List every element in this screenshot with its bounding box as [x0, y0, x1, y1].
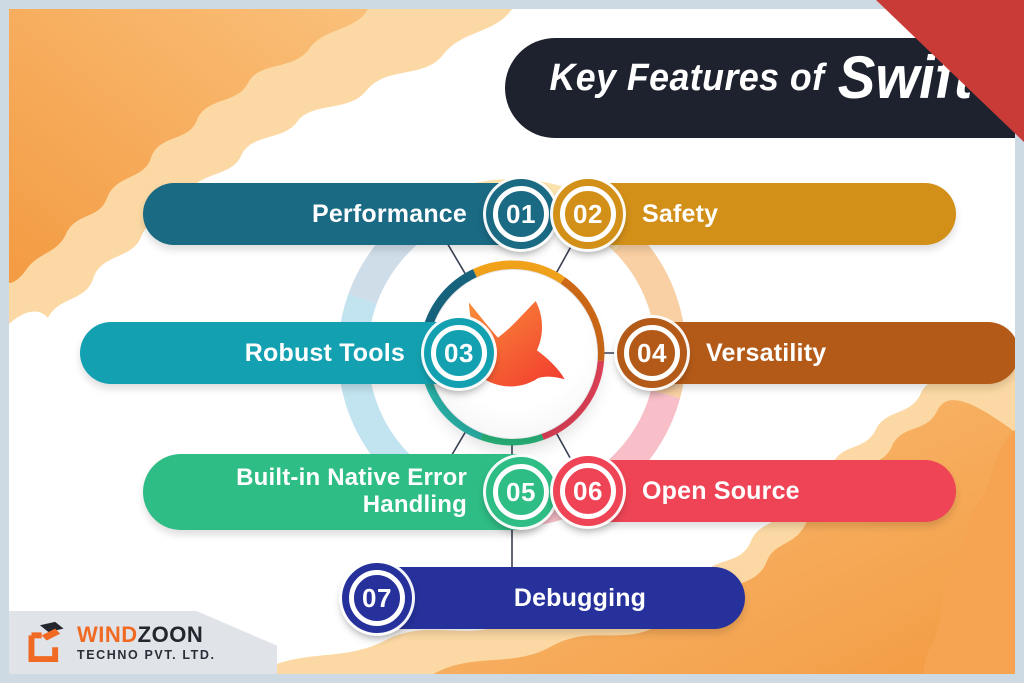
badge-ring: 03: [431, 325, 487, 381]
feature-pill-error-handling: Built-in Native Error Handling 05: [143, 454, 556, 530]
ring-segment: [559, 277, 605, 362]
badge-ring: 05: [493, 464, 549, 520]
ring-segment: [540, 360, 605, 440]
company-name-block: WINDZOON TECHNO PVT. LTD.: [77, 621, 216, 662]
ring-segment: [472, 260, 566, 285]
feature-number-badge: 02: [553, 179, 623, 249]
badge-ring: 06: [560, 463, 616, 519]
feature-number: 07: [362, 582, 392, 613]
windzoon-logo-icon: [28, 621, 64, 662]
feature-number-badge: 03: [424, 318, 494, 388]
feature-pill-debugging: Debugging 07: [342, 563, 745, 633]
feature-label: Built-in Native Error Handling: [236, 464, 467, 518]
company-name-part2: ZOON: [137, 621, 204, 647]
ring-segment: [425, 381, 484, 440]
feature-label: Robust Tools: [244, 339, 405, 367]
wave-top-left-mid: [9, 9, 368, 283]
feature-pill-open-source: Open Source 06: [553, 456, 956, 526]
feature-label: Safety: [642, 200, 719, 228]
badge-ring: 02: [560, 186, 616, 242]
logo-box-outline: [28, 634, 59, 662]
feature-pill-performance: Performance 01: [143, 179, 556, 249]
feature-label: Open Source: [642, 477, 800, 505]
page-title-prefix: Key Features of: [549, 57, 825, 99]
title-text-group: Key Features of Swift: [549, 38, 972, 111]
title-banner: Key Features of Swift: [505, 38, 1016, 138]
company-subtitle: TECHNO PVT. LTD.: [77, 647, 216, 662]
badge-ring: 04: [624, 325, 680, 381]
feature-number-badge: 01: [486, 179, 556, 249]
feature-pill-versatility: Versatility 04: [617, 318, 1019, 388]
wave-bottom-right-dark: [921, 430, 1015, 675]
feature-number: 01: [506, 198, 536, 229]
feature-label: Debugging: [513, 584, 647, 612]
feature-number: 02: [573, 198, 603, 229]
feature-number: 06: [573, 475, 603, 506]
feature-number-badge: 07: [342, 563, 412, 633]
feature-number: 03: [444, 337, 474, 368]
company-name-part1: WIND: [77, 621, 138, 647]
logo-lid-orange: [41, 628, 61, 640]
company-name: WINDZOON: [77, 621, 216, 647]
feature-number-badge: 04: [617, 318, 687, 388]
feature-number-badge: 05: [486, 457, 556, 527]
feature-number-badge: 06: [553, 456, 623, 526]
feature-pill-safety: Safety 02: [553, 179, 956, 249]
feature-number: 05: [506, 476, 536, 507]
feature-number: 04: [637, 337, 667, 368]
feature-pill-robust-tools: Robust Tools 03: [80, 318, 494, 388]
ring-segment: [338, 293, 411, 477]
badge-ring: 07: [349, 570, 405, 626]
feature-label: Versatility: [706, 339, 827, 367]
feature-label: Performance: [311, 200, 467, 228]
logo-lid-dark: [39, 621, 64, 632]
ring-segment: [480, 431, 544, 446]
badge-ring: 01: [493, 186, 549, 242]
